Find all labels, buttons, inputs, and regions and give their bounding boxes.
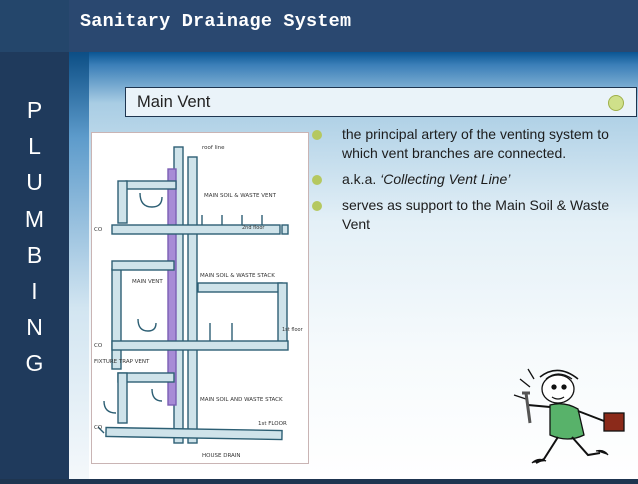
cleanout-stub (97, 426, 105, 434)
label-main-soil-waste-vent: MAIN SOIL & WASTE VENT (204, 193, 277, 199)
vent-stack-pipe (187, 156, 198, 444)
bullet-list: the principal artery of the venting syst… (312, 125, 617, 241)
top-drain-branch (111, 224, 281, 235)
label-fixture-trap-vent: FIXTURE TRAP VENT (94, 359, 150, 365)
bullet-item: serves as support to the Main Soil & Was… (312, 196, 617, 234)
label-main-vent: MAIN VENT (132, 279, 163, 285)
label-cleanout-top: CO (94, 227, 103, 233)
section-heading: Main Vent (137, 93, 211, 111)
main-vent-pipe-highlight (167, 168, 177, 406)
mid-right-riser (277, 282, 288, 344)
mid-vent-branch (111, 260, 175, 271)
bullet-item: a.k.a. ‘Collecting Vent Line’ (312, 170, 617, 189)
bullet-dot-icon (312, 130, 322, 140)
heading-dot-icon (608, 95, 624, 111)
mid-fixture-traps (137, 318, 233, 341)
mid-right-vent-branch (197, 282, 283, 293)
low-fixture-traps (103, 388, 163, 414)
label-roof-line: roof line (202, 145, 225, 151)
label-main-soil-stack: MAIN SOIL AND WASTE STACK (200, 397, 283, 403)
bullet-item: the principal artery of the venting syst… (312, 125, 617, 163)
label-floor: 1st FLOOR (258, 421, 287, 427)
top-branch-end (281, 224, 289, 235)
plumbing-diagram-svg: roof line MAIN SOIL & WASTE VENT 2nd flo… (94, 145, 304, 459)
vertical-letter: L (28, 133, 41, 160)
vertical-letter: N (26, 314, 43, 341)
section-heading-box: Main Vent (125, 87, 637, 117)
top-left-riser (117, 180, 128, 224)
vertical-letter: I (31, 278, 38, 305)
label-second-floor: 2nd floor (242, 225, 265, 231)
house-drain-pipe (105, 426, 283, 441)
top-fixture-drops (201, 215, 263, 225)
top-trap-1 (139, 192, 163, 208)
title-bar (69, 0, 638, 52)
label-cleanout-low: CO (94, 425, 103, 431)
bullet-dot-icon (312, 201, 322, 211)
mid-left-riser (111, 268, 122, 370)
sidebar: P L U M B I N G (0, 0, 69, 479)
bullet-text: serves as support to the Main Soil & Was… (342, 197, 610, 232)
vertical-letter: B (26, 241, 43, 268)
page-title: Sanitary Drainage System (80, 11, 352, 32)
vertical-letter: G (25, 350, 44, 377)
plumbing-diagram: roof line MAIN SOIL & WASTE VENT 2nd flo… (91, 132, 309, 464)
sidebar-corner (0, 0, 69, 52)
bullet-text: the principal artery of the venting syst… (342, 126, 609, 161)
top-vent-branch (125, 180, 177, 190)
vertical-letter: M (24, 205, 45, 232)
low-left-riser (117, 372, 128, 424)
label-cleanout-mid: CO (94, 343, 103, 349)
bullet-prefix: a.k.a. (342, 171, 381, 187)
label-first-floor: 1st floor (282, 327, 304, 333)
mid-drain-branch (111, 340, 289, 351)
vertical-letter: P (26, 97, 43, 123)
content-accent-strip (69, 52, 89, 479)
label-main-soil-waste-stack: MAIN SOIL & WASTE STACK (200, 273, 275, 279)
label-house-drain: HOUSE DRAIN (202, 453, 241, 459)
plumber-clipart (510, 367, 638, 479)
vertical-title: P L U M B I N G (0, 92, 69, 382)
bullet-dot-icon (312, 175, 322, 185)
vertical-letter: U (26, 169, 43, 196)
bullet-emphasis: ‘Collecting Vent Line’ (380, 171, 511, 187)
plumber-icon (513, 368, 625, 464)
